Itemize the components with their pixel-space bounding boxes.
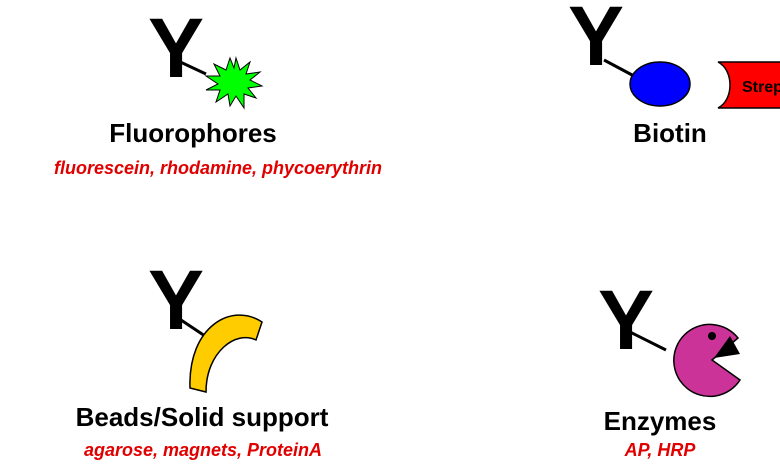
enzymes-subtitle: AP, HRP bbox=[624, 440, 696, 460]
beads-subtitle: agarose, magnets, ProteinA bbox=[83, 440, 323, 460]
strep-label: Strep bbox=[742, 79, 780, 96]
enzyme-beak-icon bbox=[714, 336, 740, 358]
antibody-y-fluorophores: Y bbox=[148, 1, 205, 95]
enzyme-eye-icon bbox=[708, 332, 716, 340]
fluorophore-starburst-icon bbox=[204, 56, 264, 110]
enzymes-title: Enzymes bbox=[603, 406, 717, 436]
biotin-title: Biotin bbox=[633, 118, 707, 148]
streptavidin-shape bbox=[717, 61, 780, 109]
beads-title: Beads/Solid support bbox=[75, 402, 329, 432]
biotin-ellipse-icon bbox=[629, 61, 691, 107]
fluorophores-subtitle: fluorescein, rhodamine, phycoerythrin bbox=[53, 158, 383, 178]
antibody-linker bbox=[629, 330, 667, 352]
antibody-linker bbox=[603, 58, 635, 78]
fluorophores-title: Fluorophores bbox=[109, 118, 277, 148]
antibody-linker bbox=[175, 58, 207, 76]
antibody-y-enzymes: Y bbox=[598, 273, 655, 367]
bead-crescent-icon bbox=[189, 314, 263, 393]
enzyme-pacman-icon bbox=[673, 323, 742, 398]
